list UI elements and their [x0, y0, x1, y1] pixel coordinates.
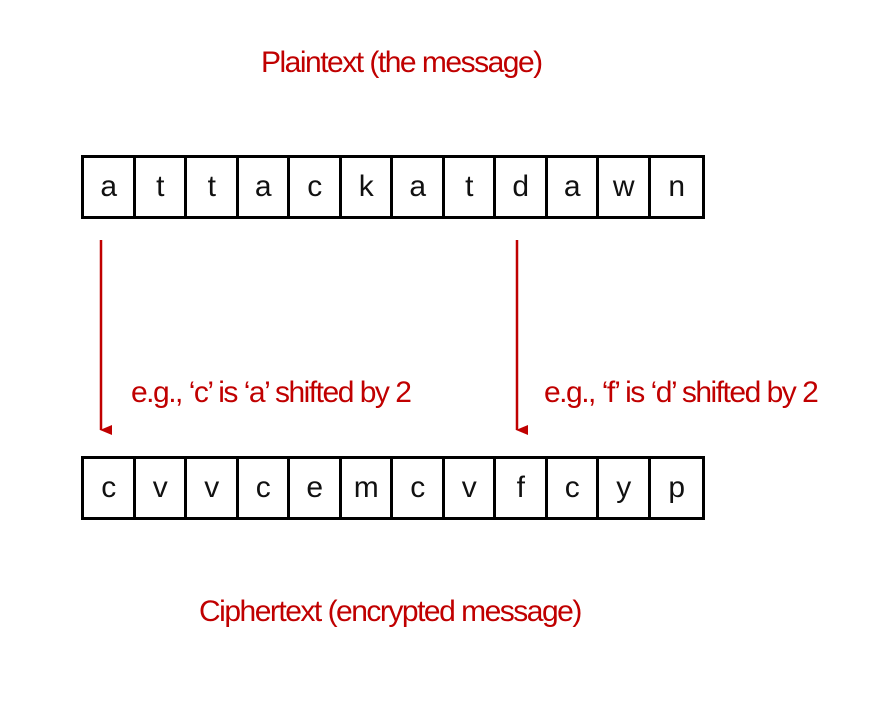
plaintext-cell: a: [84, 158, 136, 216]
ciphertext-cell: c: [239, 459, 290, 517]
ciphertext-cell: m: [342, 459, 393, 517]
plaintext-cell: t: [445, 158, 496, 216]
plaintext-cell: d: [496, 158, 548, 216]
ciphertext-title: Ciphertext (encrypted message): [199, 595, 582, 628]
shift-note-left: e.g., ‘c’ is ‘a’ shifted by 2: [131, 376, 412, 409]
plaintext-cell: n: [668, 170, 685, 203]
ciphertext-cell: v: [187, 459, 239, 517]
ciphertext-cell: v: [136, 459, 187, 517]
ciphertext-cell: c: [84, 459, 136, 517]
plaintext-strip: a t t a c k a t d a w n: [81, 155, 705, 219]
plaintext-cell: a: [548, 158, 599, 216]
ciphertext-strip: c v v c e m c v f c y p: [81, 456, 705, 520]
ciphertext-cell: p: [668, 471, 685, 504]
plaintext-cell: a: [239, 158, 290, 216]
ciphertext-cell: f: [496, 459, 548, 517]
ciphertext-cell: y: [599, 459, 651, 517]
plaintext-cell: t: [187, 158, 239, 216]
ciphertext-cell: c: [548, 459, 599, 517]
plaintext-cell: t: [136, 158, 187, 216]
plaintext-title: Plaintext (the message): [261, 46, 543, 79]
ciphertext-cell: c: [393, 459, 445, 517]
plaintext-cell: a: [393, 158, 445, 216]
shift-note-right: e.g., ‘f’ is ‘d’ shifted by 2: [544, 376, 819, 409]
plaintext-cell: k: [342, 158, 393, 216]
ciphertext-cell: e: [290, 459, 342, 517]
plaintext-cell: c: [290, 158, 342, 216]
plaintext-cell: w: [599, 158, 651, 216]
ciphertext-cell: v: [445, 459, 496, 517]
